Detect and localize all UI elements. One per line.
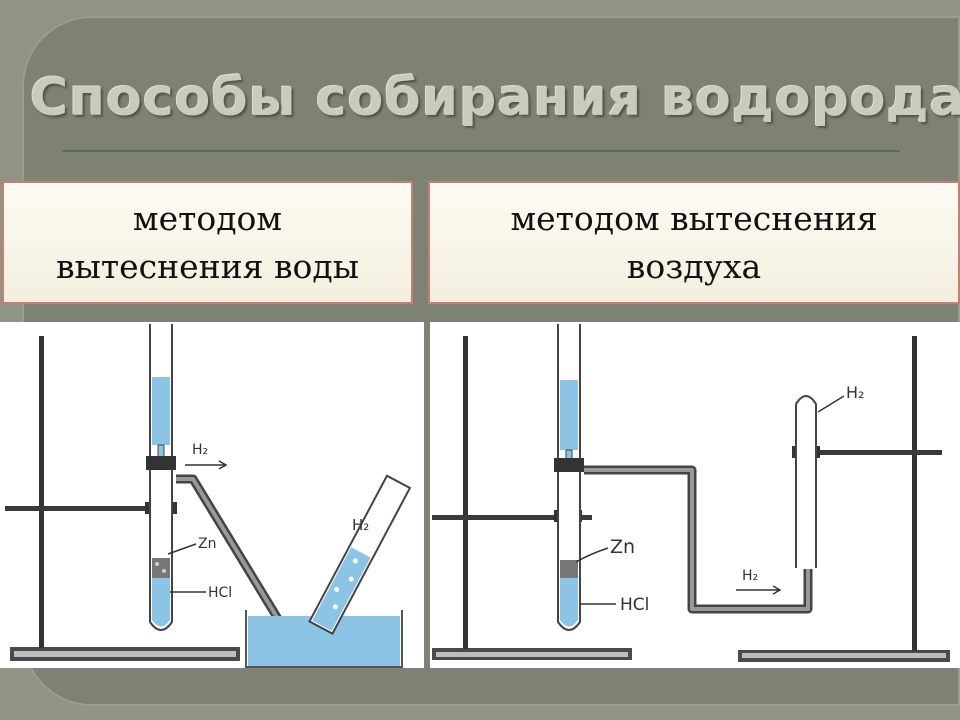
gas-flow-arrowhead — [772, 585, 782, 595]
method-air-line1: методом вытеснения — [510, 198, 878, 238]
right-clamp-arm — [796, 450, 942, 455]
gas-flow-arrowhead — [218, 460, 228, 470]
water-diagram-svg: H₂ H₂ Zn HCl — [5, 324, 412, 668]
title-underline — [62, 150, 900, 152]
zinc-pointer — [167, 543, 197, 555]
right-stand-rod — [912, 336, 917, 651]
water-bath — [245, 610, 403, 668]
method-water-label: методом вытеснения воды — [2, 181, 413, 304]
air-displacement-diagram: H₂ H₂ Zn HCl — [430, 322, 960, 668]
zinc-label: Zn — [610, 536, 635, 558]
collecting-tube — [308, 474, 412, 635]
stopper — [146, 456, 176, 470]
zinc-speck — [155, 562, 159, 566]
stand-base-highlight — [14, 651, 236, 657]
method-water-line2: вытеснения воды — [56, 246, 359, 286]
water-displacement-diagram: H₂ H₂ Zn HCl — [0, 322, 424, 668]
slide-title: Способы собирания водорода — [30, 68, 960, 128]
right-stand-base-highlight — [742, 653, 946, 658]
clamp-arm — [5, 506, 177, 511]
zinc-granules — [152, 558, 170, 578]
tube-gas-label: H₂ — [352, 516, 369, 534]
zinc-label: Zn — [198, 536, 216, 552]
zinc-speck — [162, 569, 166, 573]
zinc-pointer — [575, 547, 609, 563]
air-diagram-svg: H₂ H₂ Zn HCl — [432, 324, 950, 662]
delivery-tube-inner — [176, 477, 305, 662]
gas-label: H₂ — [192, 442, 208, 458]
left-clamp-arm — [432, 515, 592, 520]
tube-gas-label: H₂ — [846, 383, 864, 402]
method-air-line2: воздуха — [626, 246, 762, 286]
stopper — [554, 458, 584, 472]
left-stand-base-highlight — [436, 652, 628, 657]
acid-liquid — [152, 578, 170, 627]
funnel-liquid — [152, 377, 170, 445]
method-water-line1: методом — [132, 198, 283, 238]
left-stand-rod — [463, 336, 468, 649]
collecting-tube — [795, 395, 817, 568]
zinc-granules — [560, 560, 578, 578]
gas-label: H₂ — [742, 568, 758, 584]
acid-liquid — [560, 578, 578, 627]
tube-gas-pointer — [817, 395, 845, 413]
acid-label: HCl — [620, 595, 649, 615]
acid-label: HCl — [208, 585, 232, 601]
method-air-label: методом вытеснения воздуха — [428, 181, 960, 304]
stand-rod — [39, 336, 44, 648]
delivery-tube-inner — [584, 468, 810, 611]
funnel-liquid — [560, 380, 578, 450]
